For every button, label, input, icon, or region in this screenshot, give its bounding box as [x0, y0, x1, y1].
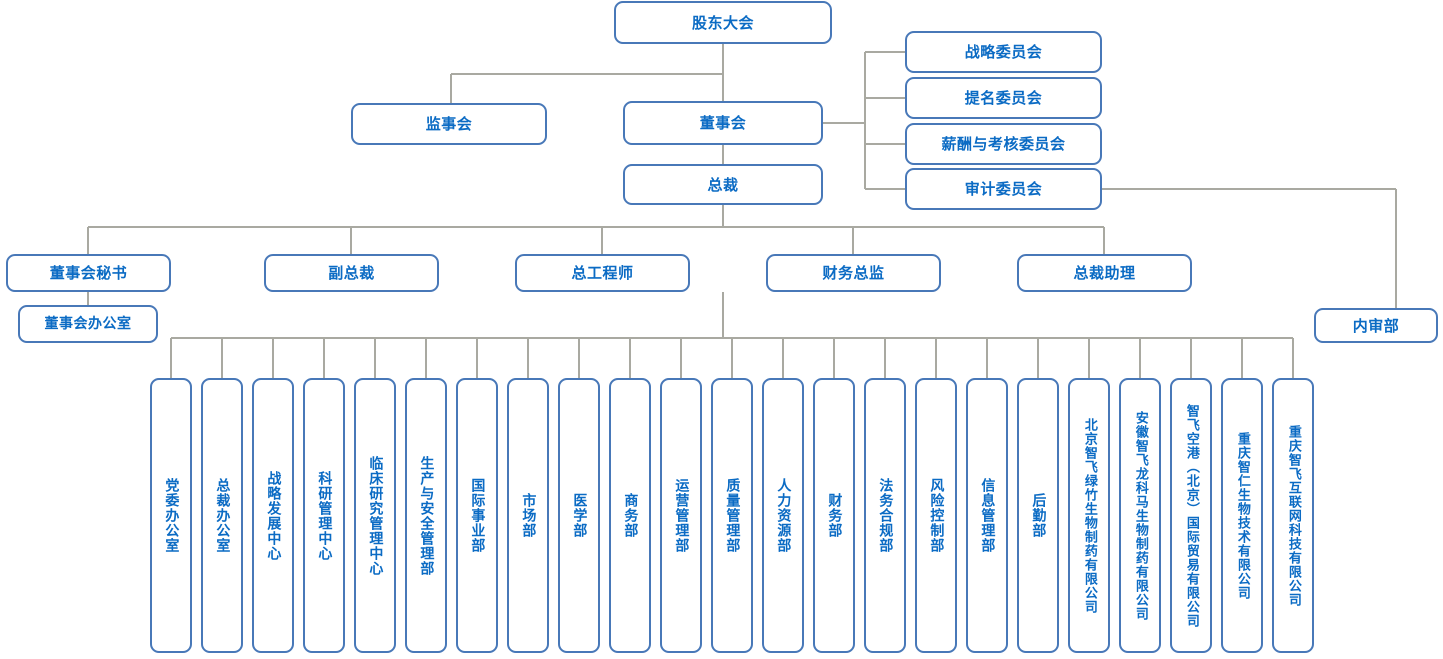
node-label: 薪酬与考核委员会 — [941, 135, 1066, 153]
node-label: 监事会 — [425, 115, 473, 133]
node-audit-committee[interactable]: 审计委员会 — [905, 168, 1102, 210]
node-label: 提名委员会 — [964, 89, 1043, 107]
node-department-clinical-research-management-center[interactable]: 临床研究管理中心 — [354, 378, 396, 653]
node-department-marketing[interactable]: 市场部 — [507, 378, 549, 653]
node-label: 财务部 — [826, 493, 843, 538]
node-label: 战略发展中心 — [265, 470, 282, 561]
node-label: 总裁 — [707, 175, 739, 194]
node-label: 党委办公室 — [163, 478, 180, 553]
node-chief-engineer[interactable]: 总工程师 — [515, 254, 690, 292]
node-department-research-management-center[interactable]: 科研管理中心 — [303, 378, 345, 653]
node-label: 人力资源部 — [775, 478, 792, 553]
node-subsidiary-chongqing-zhiren-biotech[interactable]: 重庆智仁生物技术有限公司 — [1221, 378, 1263, 653]
node-label: 法务合规部 — [877, 478, 894, 553]
node-label: 风险控制部 — [928, 478, 945, 553]
node-label: 总裁助理 — [1073, 264, 1136, 282]
node-subsidiary-beijing-zhifei-lvzhu[interactable]: 北京智飞绿竹生物制药有限公司 — [1068, 378, 1110, 653]
node-label: 北京智飞绿竹生物制药有限公司 — [1081, 417, 1097, 614]
node-label: 总工程师 — [571, 264, 634, 282]
node-vice-president[interactable]: 副总裁 — [264, 254, 439, 292]
node-label: 信息管理部 — [979, 478, 996, 553]
node-subsidiary-anhui-zhifei-longcoma[interactable]: 安徽智飞龙科马生物制药有限公司 — [1119, 378, 1161, 653]
node-president[interactable]: 总裁 — [623, 164, 823, 205]
node-department-risk-control[interactable]: 风险控制部 — [915, 378, 957, 653]
node-shareholders-meeting[interactable]: 股东大会 — [614, 1, 832, 44]
node-label: 重庆智飞互联网科技有限公司 — [1285, 424, 1301, 607]
node-president-assistant[interactable]: 总裁助理 — [1017, 254, 1192, 292]
node-label: 内审部 — [1352, 316, 1400, 335]
node-label: 后勤部 — [1030, 493, 1047, 538]
node-department-finance[interactable]: 财务部 — [813, 378, 855, 653]
node-department-legal-compliance[interactable]: 法务合规部 — [864, 378, 906, 653]
node-label: 质量管理部 — [724, 478, 741, 553]
node-supervisory-board[interactable]: 监事会 — [351, 103, 547, 145]
node-internal-audit[interactable]: 内审部 — [1314, 308, 1438, 343]
node-department-quality-management[interactable]: 质量管理部 — [711, 378, 753, 653]
node-department-human-resources[interactable]: 人力资源部 — [762, 378, 804, 653]
node-department-production-safety-management[interactable]: 生产与安全管理部 — [405, 378, 447, 653]
node-department-party-committee-office[interactable]: 党委办公室 — [150, 378, 192, 653]
node-label: 科研管理中心 — [316, 470, 333, 561]
node-label: 总裁办公室 — [214, 478, 231, 553]
node-label: 战略委员会 — [964, 43, 1043, 61]
node-department-president-office[interactable]: 总裁办公室 — [201, 378, 243, 653]
node-department-operations-management[interactable]: 运营管理部 — [660, 378, 702, 653]
node-strategy-committee[interactable]: 战略委员会 — [905, 31, 1102, 73]
node-label: 股东大会 — [691, 13, 754, 32]
node-label: 商务部 — [622, 493, 639, 538]
node-label: 重庆智仁生物技术有限公司 — [1234, 431, 1250, 600]
node-label: 市场部 — [520, 493, 537, 538]
node-label: 董事会 — [699, 114, 747, 132]
node-department-strategic-development-center[interactable]: 战略发展中心 — [252, 378, 294, 653]
node-remuneration-committee[interactable]: 薪酬与考核委员会 — [905, 123, 1102, 165]
node-subsidiary-chongqing-zhifei-internet-tech[interactable]: 重庆智飞互联网科技有限公司 — [1272, 378, 1314, 653]
node-label: 智飞空港（北京）国际贸易有限公司 — [1183, 403, 1199, 628]
node-label: 医学部 — [571, 493, 588, 538]
node-department-international-business[interactable]: 国际事业部 — [456, 378, 498, 653]
node-label: 临床研究管理中心 — [367, 455, 384, 576]
node-label: 审计委员会 — [964, 180, 1043, 198]
node-label: 董事会秘书 — [49, 264, 128, 282]
node-department-logistics[interactable]: 后勤部 — [1017, 378, 1059, 653]
node-board-of-directors[interactable]: 董事会 — [623, 101, 823, 145]
node-label: 生产与安全管理部 — [418, 455, 435, 576]
node-nomination-committee[interactable]: 提名委员会 — [905, 77, 1102, 119]
node-label: 财务总监 — [822, 264, 885, 282]
node-label: 董事会办公室 — [44, 315, 132, 332]
node-financial-director[interactable]: 财务总监 — [766, 254, 941, 292]
node-subsidiary-zhifei-airport-beijing-trade[interactable]: 智飞空港（北京）国际贸易有限公司 — [1170, 378, 1212, 653]
node-board-secretary[interactable]: 董事会秘书 — [6, 254, 171, 292]
node-label: 安徽智飞龙科马生物制药有限公司 — [1132, 410, 1148, 621]
node-label: 运营管理部 — [673, 478, 690, 553]
node-label: 国际事业部 — [469, 478, 486, 553]
node-department-commercial[interactable]: 商务部 — [609, 378, 651, 653]
node-label: 副总裁 — [328, 264, 375, 282]
node-department-information-management[interactable]: 信息管理部 — [966, 378, 1008, 653]
node-board-office[interactable]: 董事会办公室 — [18, 305, 158, 343]
node-department-medical[interactable]: 医学部 — [558, 378, 600, 653]
